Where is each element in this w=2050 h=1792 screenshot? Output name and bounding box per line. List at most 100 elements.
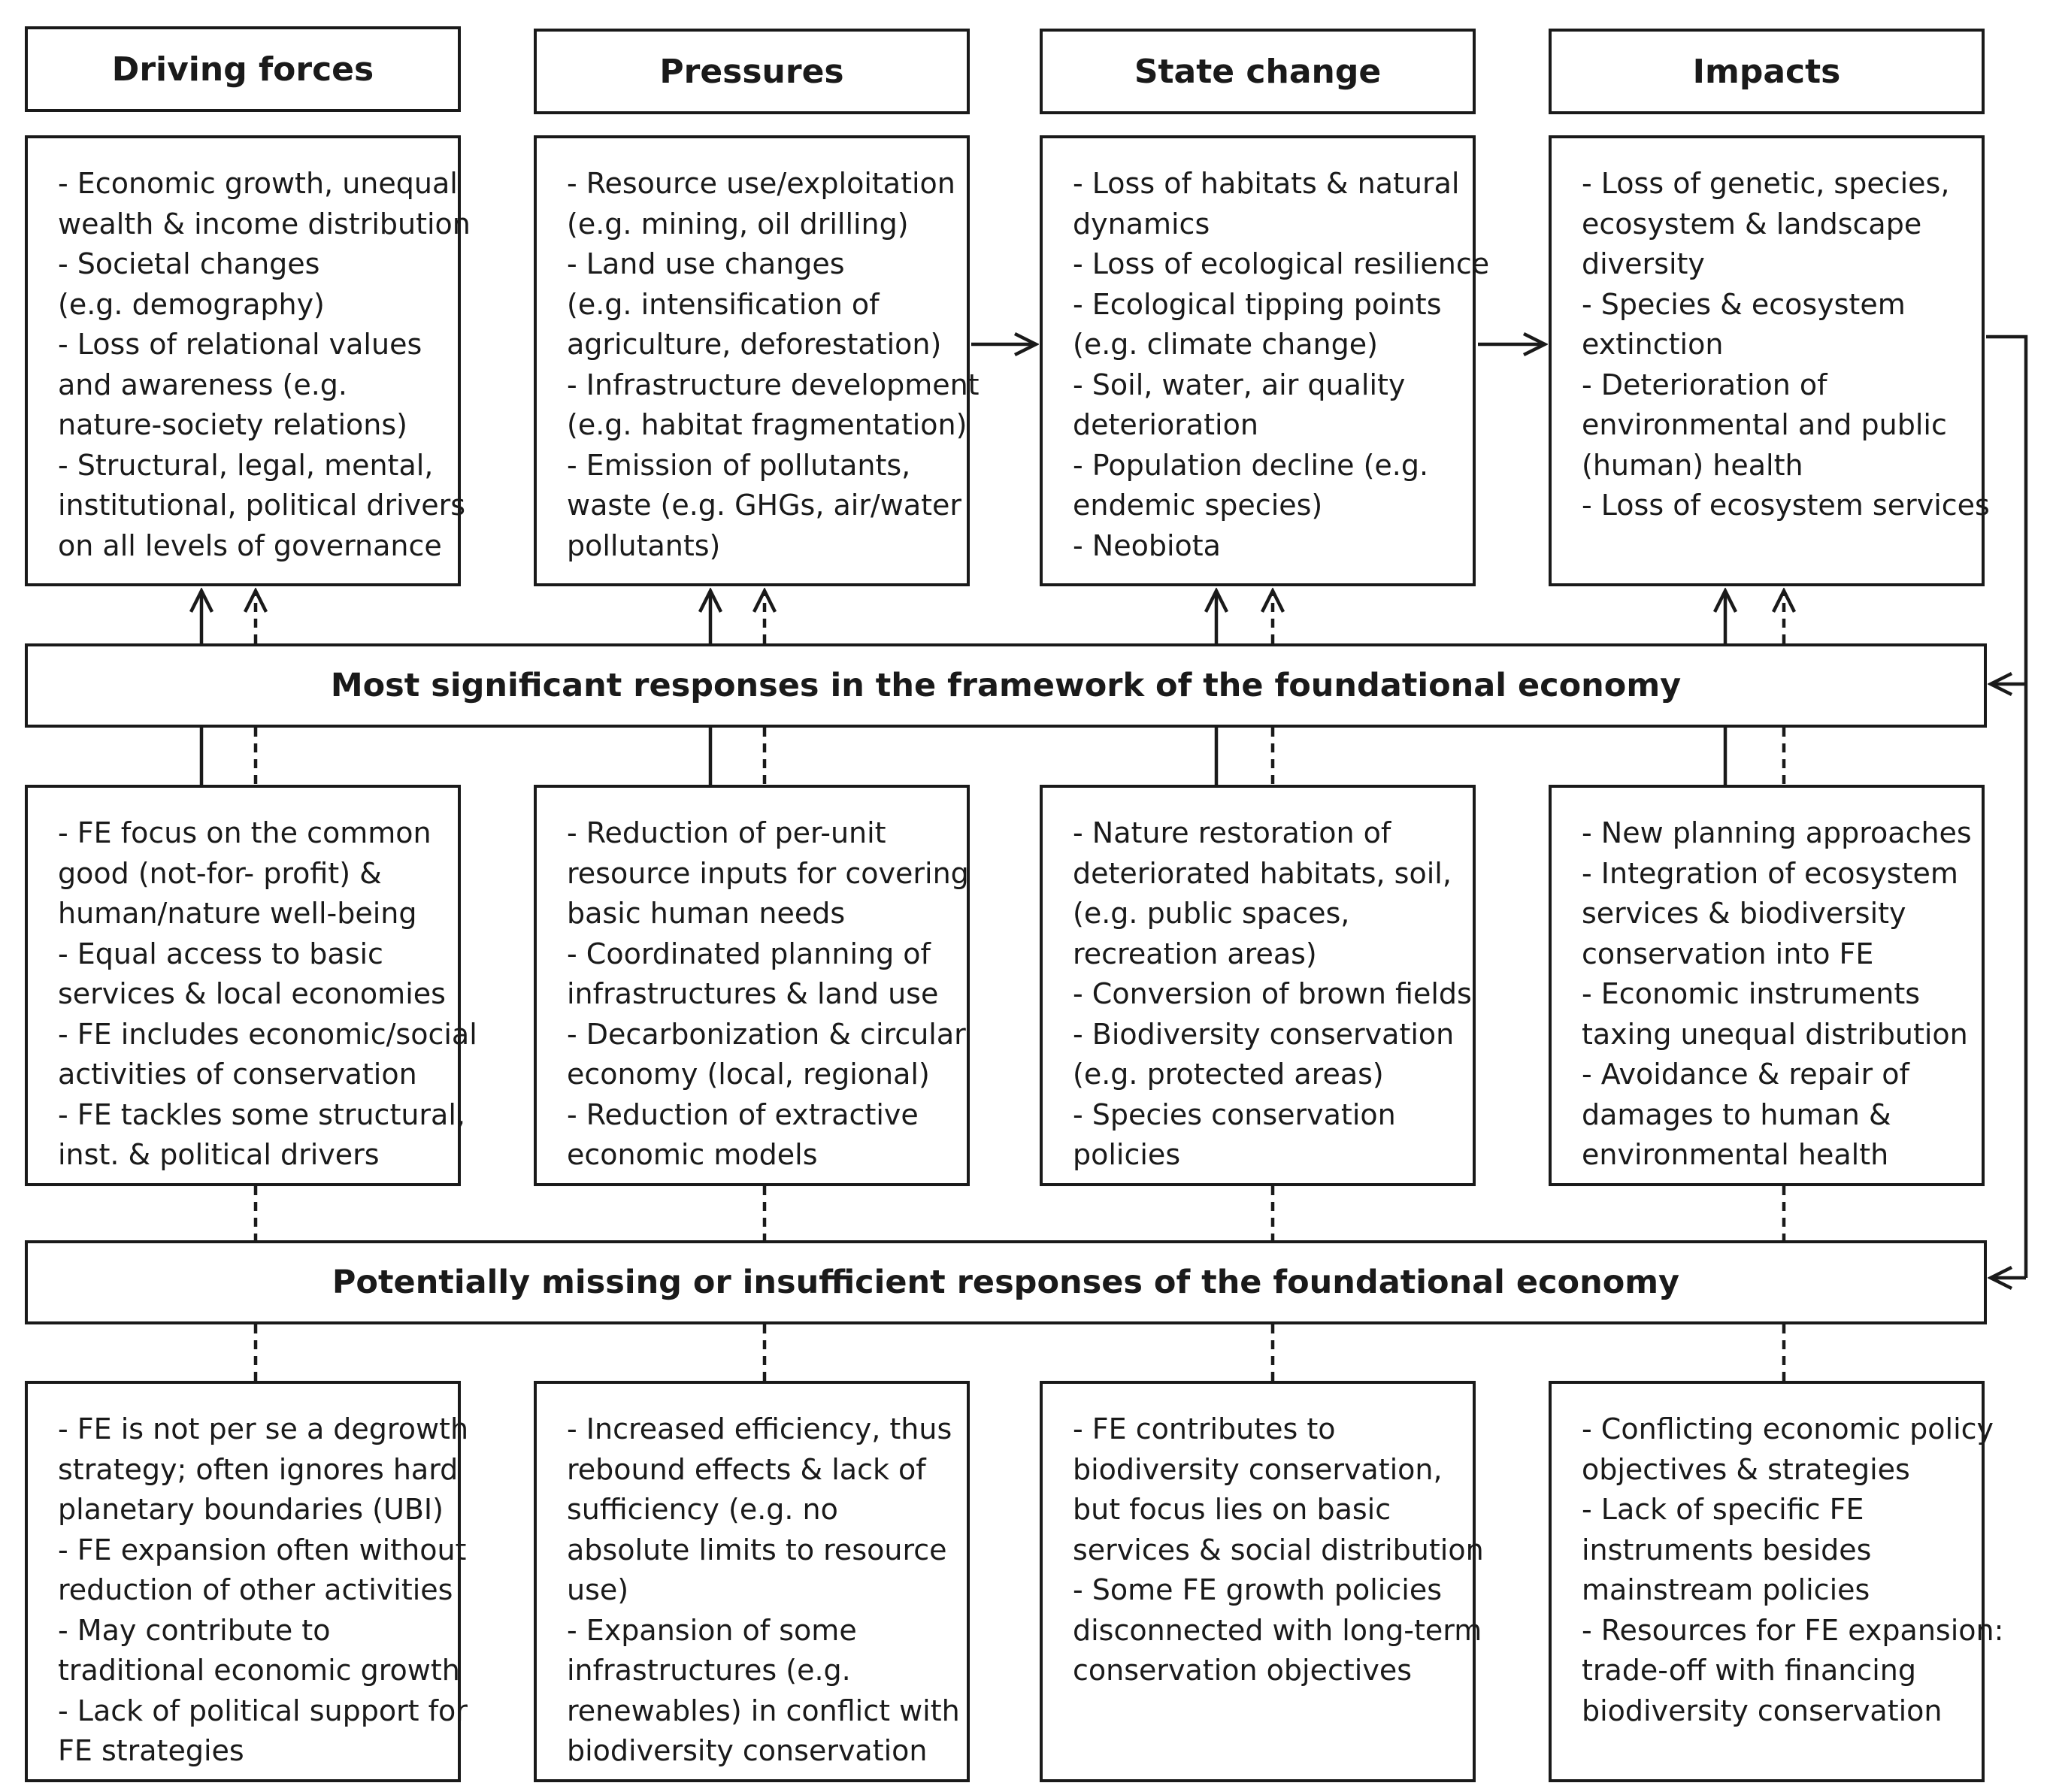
box-line: conservation into FE [1582,937,1874,970]
box-line: environmental health [1582,1138,1889,1171]
significant-responses-band: Most significant responses in the framew… [25,643,1987,728]
box-line: taxing unequal distribution [1582,1017,1968,1051]
box-line: absolute limits to resource [567,1533,947,1566]
box-line: - Ecological tipping points [1073,287,1442,321]
box-line: trade-off with financing [1582,1654,1916,1687]
box-line: - FE focus on the common [58,816,431,849]
box-line: infrastructures (e.g. [567,1654,851,1687]
box-line: - Resource use/exploitation [567,167,955,200]
box-line: basic human needs [567,897,846,930]
box-line: - Coordinated planning of [567,937,931,970]
box-line: - Reduction of per-unit [567,816,886,849]
header-pressures: Pressures [534,29,970,114]
box-line: - Emission of pollutants, [567,448,911,482]
box-line: but focus lies on basic [1073,1493,1391,1526]
box-line: recreation areas) [1073,937,1317,970]
box-line: - Neobiota [1073,528,1221,562]
box-line: biodiversity conservation [567,1734,928,1767]
box-line: - Societal changes [58,247,320,280]
impacts-responses-box: - New planning approaches - Integration … [1549,785,1985,1186]
box-line: environmental and public [1582,408,1947,441]
box-line: - Conversion of brown fields [1073,977,1472,1010]
box-line: resource inputs for covering [567,856,969,890]
box-line: FE strategies [58,1734,244,1767]
box-line: - Structural, legal, mental, [58,448,434,482]
box-line: - Loss of genetic, species, [1582,167,1950,200]
box-line: (e.g. climate change) [1073,328,1378,361]
box-line: services & social distribution [1073,1533,1484,1566]
box-line: policies [1073,1138,1181,1171]
box-line: instruments besides [1582,1533,1872,1566]
box-line: - Expansion of some [567,1613,857,1647]
pressures-gaps-box: - Increased efficiency, thus rebound eff… [534,1381,970,1782]
state-change-box: - Loss of habitats & natural dynamics - … [1040,135,1490,586]
box-line: - Some FE growth policies [1073,1573,1442,1606]
box-line: - Increased efficiency, thus [567,1412,952,1445]
impacts-box: - Loss of genetic, species, ecosystem & … [1549,135,1990,586]
box-line: planetary boundaries (UBI) [58,1493,444,1526]
box-line: extinction [1582,328,1724,361]
box-line: on all levels of governance [58,528,442,562]
box-line: (e.g. protected areas) [1073,1058,1384,1091]
box-line: - Infrastructure development [567,368,980,401]
box-line: sufficiency (e.g. no [567,1493,838,1526]
box-line: - Economic growth, unequal [58,167,458,200]
box-line: endemic species) [1073,489,1323,522]
box-line: nature-society relations) [58,408,407,441]
box-line: - FE is not per se a degrowth [58,1412,469,1445]
box-line: - Loss of habitats & natural [1073,167,1460,200]
box-line: (e.g. demography) [58,287,325,321]
box-line: deterioration [1073,408,1258,441]
box-line: institutional, political drivers [58,489,466,522]
driving-forces-gaps-box: - FE is not per se a degrowth strategy; … [25,1381,469,1782]
box-line: - FE expansion often without [58,1533,467,1566]
box-line: dynamics [1073,207,1210,241]
box-line: - FE tackles some structural, [58,1097,465,1131]
box-line: economic models [567,1138,818,1171]
box-line: - Soil, water, air quality [1073,368,1406,401]
box-line: rebound effects & lack of [567,1452,926,1486]
box-line: (human) health [1582,448,1803,482]
box-line: waste (e.g. GHGs, air/water [567,489,962,522]
box-line: - Species & ecosystem [1582,287,1906,321]
box-line: - Nature restoration of [1073,816,1391,849]
box-line: inst. & political drivers [58,1138,380,1171]
box-line: - Population decline (e.g. [1073,448,1429,482]
box-line: (e.g. intensification of [567,287,880,321]
box-line: disconnected with long-term [1073,1613,1482,1647]
box-line: - Loss of relational values [58,328,422,361]
state-change-gaps-box: - FE contributes to biodiversity conserv… [1040,1381,1484,1782]
box-line: - Deterioration of [1582,368,1827,401]
driving-forces-box: - Economic growth, unequal wealth & inco… [25,135,471,586]
box-line: - Equal access to basic [58,937,383,970]
box-line: renewables) in conflict with [567,1694,960,1727]
box-line: (e.g. public spaces, [1073,897,1350,930]
box-line: damages to human & [1582,1097,1891,1131]
box-line: wealth & income distribution [58,207,471,241]
missing-responses-band: Potentially missing or insufficient resp… [25,1240,1987,1324]
box-line: - Land use changes [567,247,845,280]
header-driving-forces: Driving forces [25,26,461,112]
box-line: services & biodiversity [1582,897,1906,930]
box-line: objectives & strategies [1582,1452,1910,1486]
box-line: deteriorated habitats, soil, [1073,856,1452,890]
header-state-change: State change [1040,29,1476,114]
box-line: - Integration of ecosystem [1582,856,1958,890]
box-line: human/nature well-being [58,897,417,930]
box-line: - Reduction of extractive [567,1097,919,1131]
box-line: - Lack of specific FE [1582,1493,1864,1526]
box-line: - Loss of ecological resilience [1073,247,1490,280]
box-line: pollutants) [567,528,721,562]
box-line: good (not-for- profit) & [58,856,382,890]
box-line: - FE contributes to [1073,1412,1336,1445]
feedback-line [1986,334,2028,1278]
box-line: mainstream policies [1582,1573,1870,1606]
box-line: (e.g. habitat fragmentation) [567,408,967,441]
box-line: economy (local, regional) [567,1058,930,1091]
box-line: - FE includes economic/social [58,1017,477,1051]
driving-forces-responses-box: - FE focus on the common good (not-for- … [25,785,477,1186]
box-line: - Loss of ecosystem services [1582,489,1990,522]
box-line: and awareness (e.g. [58,368,348,401]
